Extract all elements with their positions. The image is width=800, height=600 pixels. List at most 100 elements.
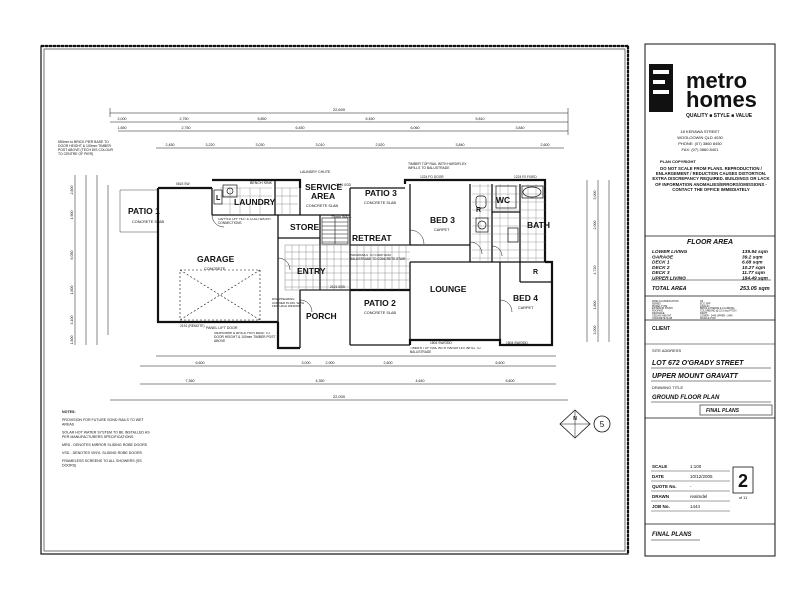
garage-door-note: PANEL LIFT DOOR	[206, 326, 238, 330]
note-line: FRAMELESS SCREENS TO ALL SHOWERS (SS	[62, 459, 142, 463]
floor-area-label: DECK 3	[652, 270, 670, 276]
brand-logo: metro homes QUALITY ■ STYLE ■ VALUE	[649, 64, 757, 119]
spec-value: N3	[700, 300, 704, 303]
room-retreat: RETREAT	[352, 233, 392, 243]
meta-label: DATE	[652, 474, 664, 479]
floor-area-value: 6.68 sqm	[742, 260, 763, 266]
bench-sink-note: BENCH SINK	[250, 181, 273, 185]
spec-value: LOWER - 2440 UPPER - 2440	[700, 314, 733, 317]
office-city: WOOLOOWIN QLD 4030	[677, 135, 723, 140]
meta-value: 1444	[690, 504, 701, 509]
sheet-number: 2	[738, 471, 748, 491]
dimension-bottom: 6,600	[196, 361, 205, 365]
floor-area-value: 11.77 sqm	[742, 270, 766, 276]
dimension-right: 3,000	[593, 326, 597, 335]
dimension-top: 6,450	[366, 117, 375, 121]
scale-warning: DO NOT SCALE FROM PLANS. REPRODUCTION / …	[652, 166, 769, 192]
dimension-top: 5,850	[258, 117, 267, 121]
drawing-title-label: DRAWING TITLE	[652, 385, 683, 390]
room-patio-1: PATIO 1	[128, 206, 160, 216]
meta-label: QUOTE No.	[652, 484, 677, 489]
dimension-top: 3,840	[516, 126, 525, 130]
spec-value: COLORBOND @ 22.5 deg PITCH	[700, 310, 737, 313]
dimension-top: 2,450	[166, 143, 175, 147]
dimension-top: 1,650	[118, 126, 127, 130]
office-fax: FAX: (07) 3860 8401	[682, 147, 720, 152]
office-address: 18 KERAWA STREET	[680, 129, 720, 134]
room-bed-4: BED 4	[513, 293, 538, 303]
dimension-bottom: 2,600	[384, 361, 393, 365]
orientation-marker	[559, 409, 611, 439]
dimension-left: 1,900	[70, 211, 74, 220]
spec-value: WAFFLE POD	[700, 317, 716, 320]
patio-slab	[119, 189, 158, 233]
room-bath: BATH	[527, 220, 550, 230]
brand-name-top: metro	[686, 68, 747, 93]
dimension-top: 2,750	[182, 126, 191, 130]
floor-area-label: DECK 1	[652, 260, 670, 266]
spec-label: DRAINAGE	[652, 312, 665, 315]
spec-label: CONCRETE SLAB	[652, 317, 673, 320]
dimension-bottom: 7,360	[186, 379, 195, 383]
spec-value: ECO SPF	[700, 302, 711, 305]
patio-1-finish: CONCRETE SLAB	[132, 220, 165, 224]
total-area-label: TOTAL AREA	[652, 286, 687, 292]
footer-status: FINAL PLANS	[652, 532, 692, 538]
floor-area-label: UPPER LIVING	[652, 276, 686, 282]
meta-label: JOB No.	[652, 504, 670, 509]
spec-label: WIND CLASSIFICATION	[652, 300, 679, 303]
dimension-right: 2,000	[593, 221, 597, 230]
note-line: DOORS)	[62, 464, 76, 468]
door-swings	[211, 214, 513, 313]
fixtures	[213, 184, 544, 243]
dimension-left: 1,800	[70, 336, 74, 345]
window-label: 0615 SW	[176, 182, 190, 186]
total-area-value: 253.05 sqm	[739, 286, 770, 292]
window-label: 1224 FO DOOR	[420, 175, 444, 179]
robe-marker-bed3: R	[476, 207, 481, 214]
spec-label: ROOFING	[652, 310, 663, 313]
general-notes: NOTES: PROVISION FOR FUTURE SOND RAILS TO…	[62, 410, 150, 468]
dimension-bottom: 2,900	[326, 361, 335, 365]
laundry-chute-note: LAUNDRY CHUTE	[300, 170, 331, 174]
balustrade-note-bottom: TIMBER TOP RAIL WITH HARDIFLEX INFILL TO…	[410, 347, 481, 354]
dimension-bottom: 4,640	[416, 379, 425, 383]
window-label: 2191 (REMOTE)	[180, 324, 205, 328]
spec-label: MODEL TYPE	[652, 305, 668, 308]
note-line: PER MANUFACTURERS SPECIFICATIONS	[62, 435, 134, 439]
floor-area-label: LOWER LIVING	[652, 249, 687, 255]
floor-area-value: 10.27 sqm	[742, 265, 766, 271]
floor-area-value: 139.94 sqm	[742, 249, 769, 255]
meta-value: 1:100	[690, 464, 702, 469]
dimension-right: 3,000	[593, 191, 597, 200]
window-label: 1224 F0 FIXED	[514, 175, 537, 179]
note-line: PROVISION FOR FUTURE SOND RAILS TO WET	[62, 418, 145, 422]
meta-label: DRAWN	[652, 494, 669, 499]
dimension-top: 2,000	[118, 117, 127, 121]
spec-value: RIGHT	[700, 312, 708, 315]
robe-marker-bed4: R	[533, 269, 538, 276]
spec-label: CEILING HEIGHT	[652, 314, 672, 317]
dimension-bottom: 6,600	[496, 361, 505, 365]
dimension-top: 3,220	[206, 143, 215, 147]
dimension-right: 4,720	[593, 266, 597, 275]
garage-floor	[165, 269, 272, 323]
dimension-bottom: 4,350	[316, 379, 325, 383]
room-labels: PATIO 1 CONCRETE SLAB LAUNDRY L BENCH SI…	[128, 181, 550, 321]
floor-area-title: FLOOR AREA	[687, 239, 733, 246]
floor-area-label: GARAGE	[652, 254, 674, 260]
plan-annotations: 550mm to BRICK PIER BASE TO DOOR HEIGHT …	[58, 140, 481, 354]
meta-value: 10/12/2005	[690, 474, 713, 479]
dimension-left: 6,050	[70, 251, 74, 260]
room-porch: PORCH	[306, 311, 337, 321]
patio-2-finish: CONCRETE SLAB	[364, 311, 397, 315]
room-service-area: SERVICE	[305, 182, 342, 192]
notes-heading: NOTES:	[62, 410, 76, 414]
dimension-top: 2,600	[541, 143, 550, 147]
dimension-bottom: 3,000	[302, 361, 311, 365]
room-laundry: LAUNDRY	[234, 197, 276, 207]
laundry-tub-marker: L	[216, 195, 221, 202]
